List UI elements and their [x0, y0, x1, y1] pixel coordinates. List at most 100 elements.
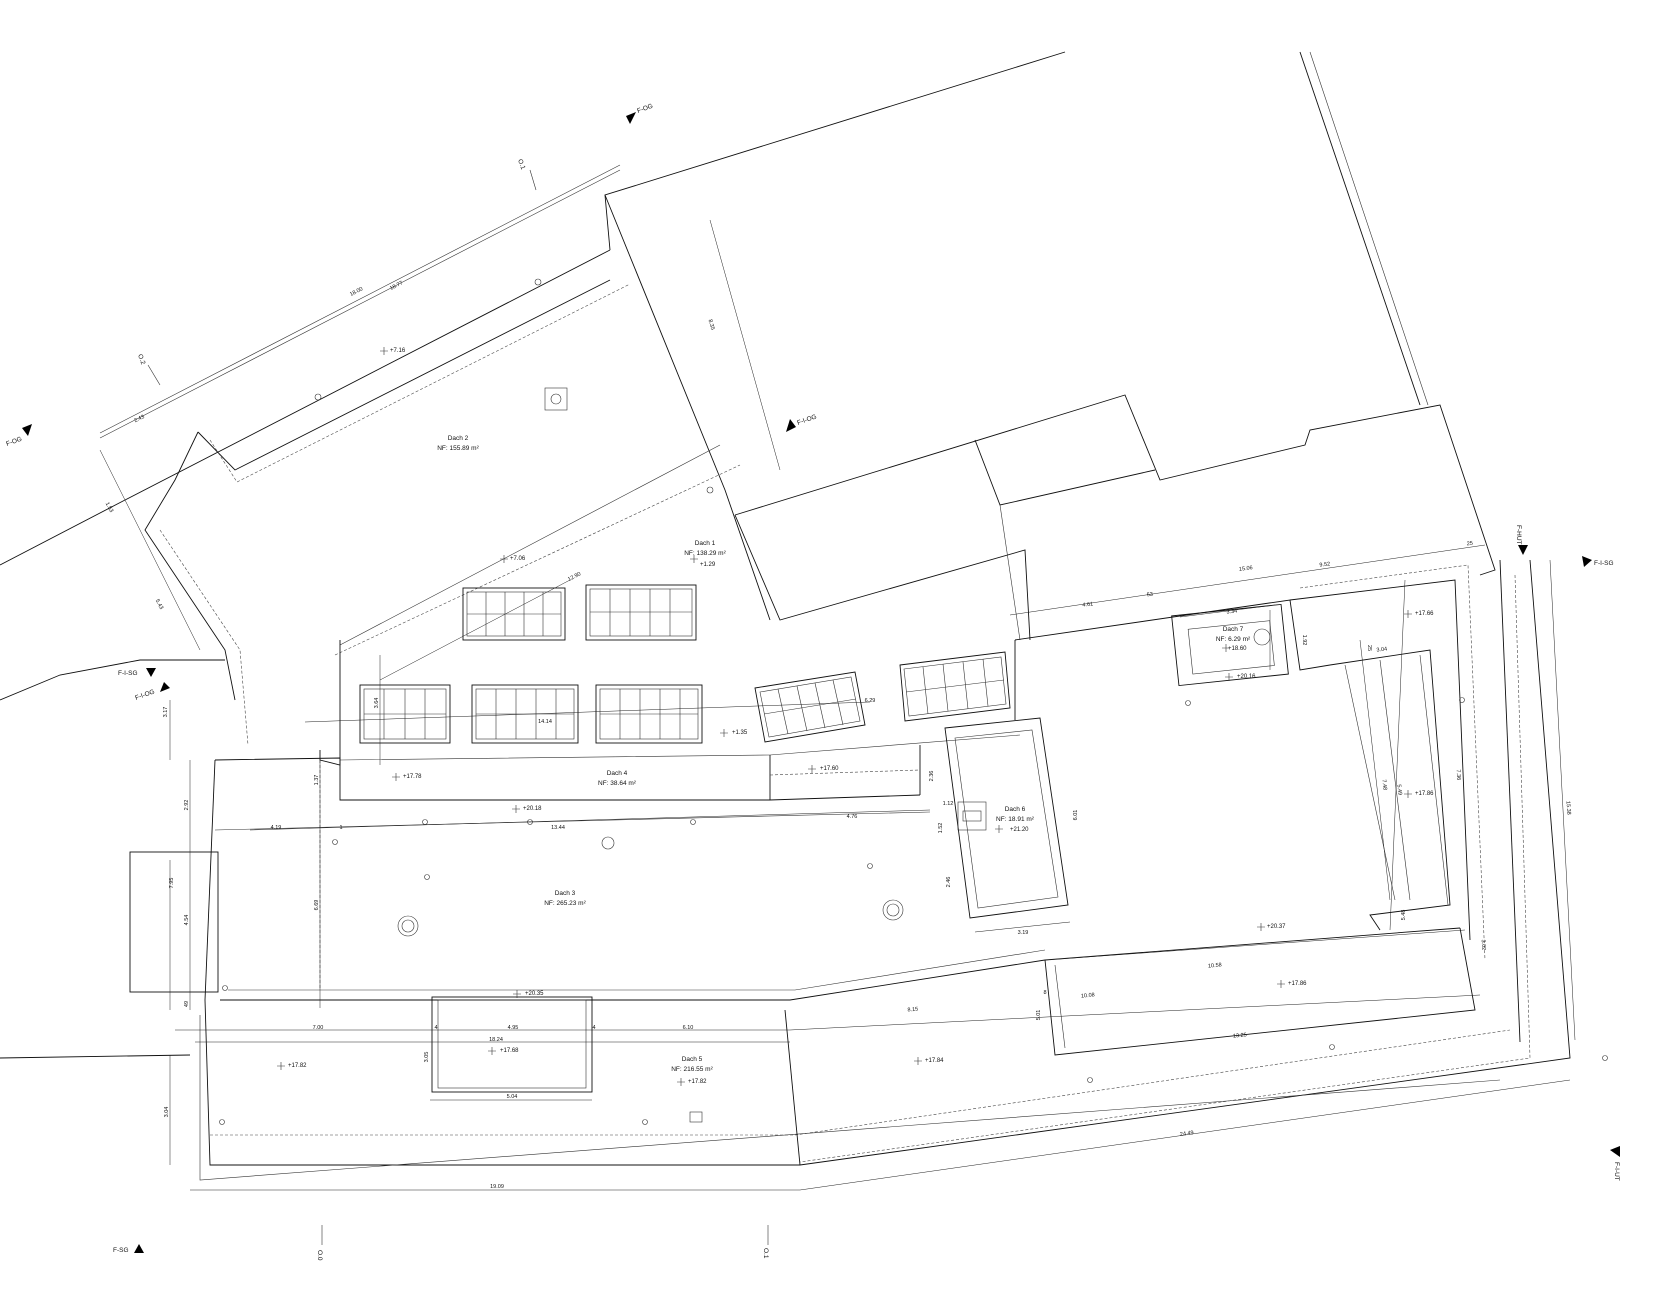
dimension-label: 24.49 — [1180, 1130, 1194, 1138]
section-label: F-I-SG — [118, 670, 138, 677]
elevation-label: +20.37 — [1267, 924, 1286, 930]
skylight-2 — [585, 584, 697, 641]
dimension-label: 1.12 — [943, 801, 954, 807]
roof-dach-3-4-outline — [129, 697, 1608, 1125]
dimension-label: 15.38 — [1565, 801, 1572, 815]
roof-label-name: Dach 2 — [448, 435, 469, 442]
dimension-label: 7.48 — [1380, 779, 1387, 790]
skylight-1 — [462, 587, 566, 641]
dimension-label: 49 — [184, 1001, 190, 1007]
roof-dach-2-outline — [144, 194, 771, 746]
roof-labels: Dach 1 NF: 138.29 m² +1.29 Dach 2 NF: 15… — [437, 435, 1251, 1085]
roof-dach-6-outline — [944, 717, 1069, 919]
dimension-label: 1.53 — [104, 501, 114, 513]
dimension-label: 10.08 — [1081, 992, 1095, 999]
section-arrow-icon — [1610, 1146, 1620, 1157]
dimension-label: 5.04 — [507, 1094, 518, 1100]
section-arrow-icon — [1518, 545, 1528, 555]
dimension-label: 6.10 — [683, 1025, 694, 1031]
dimension-label: 8 — [1043, 990, 1046, 996]
dimension-label: 6.69 — [314, 900, 320, 911]
dimension-label: 3.02 — [1480, 939, 1487, 950]
elevation-label: +18.60 — [1228, 646, 1247, 652]
dimension-label: 3.04 — [1376, 646, 1387, 653]
dimension-label: 14.14 — [538, 719, 552, 725]
dimension-label: 7.36 — [1455, 769, 1462, 780]
dimension-label: 13.25 — [1233, 1032, 1247, 1039]
elevation-markers: +7.16 +7.06 +1.35 +17.60 +17.78 +20.18 +… — [288, 348, 1434, 1069]
dimension-label: 1.37 — [314, 775, 320, 786]
elevation-crosshairs — [277, 347, 1412, 1086]
dimension-label: 3.64 — [374, 698, 380, 709]
elevation-label: +17.86 — [1288, 981, 1307, 987]
dimension-label: 3.17 — [163, 707, 169, 718]
section-arrow-icon — [134, 1244, 144, 1253]
roof-label-name: Dach 7 — [1223, 626, 1244, 633]
roof-label-name: Dach 5 — [682, 1056, 703, 1063]
elevation-label: +1.29 — [700, 562, 716, 568]
axis-label: O.2 — [136, 353, 146, 366]
dimension-label: 2.43 — [133, 414, 145, 424]
section-arrow-icon — [146, 668, 156, 677]
elevation-label: +21.20 — [1010, 827, 1029, 833]
section-label: F-I-UT — [1613, 1162, 1620, 1181]
dimension-label: 5.01 — [1036, 1010, 1042, 1021]
roof-label-area: NF: 155.89 m² — [437, 445, 479, 452]
dimension-label: 25 — [1366, 645, 1372, 651]
dimension-label: 2.46 — [946, 877, 952, 888]
roof-label-area: NF: 138.29 m² — [684, 550, 726, 557]
dimension-label: 3.19 — [1018, 930, 1029, 936]
dimension-label: 15.06 — [1239, 565, 1253, 573]
dimension-label: 8.35 — [707, 319, 716, 331]
dimension-label: 3.34 — [1226, 608, 1237, 615]
skylight-3 — [359, 684, 451, 744]
axis-markers: O.1 O.2 O.0 O.1 — [136, 158, 769, 1261]
dimension-lines — [99, 219, 1576, 1191]
axis-label: O.1 — [516, 158, 526, 171]
dimension-label: 53 — [1146, 592, 1153, 599]
elevation-label: +17.68 — [500, 1048, 519, 1054]
dimension-label: 25 — [1466, 541, 1473, 548]
elevation-label: +17.78 — [403, 774, 422, 780]
elevation-label: +17.82 — [688, 1079, 707, 1085]
elevation-label: +20.16 — [1237, 674, 1256, 680]
section-label: F-OG — [5, 436, 23, 448]
section-arrow-icon — [626, 112, 636, 124]
dimension-label: 18.00 — [349, 286, 364, 298]
dimension-labels: 18.00 18.77 2.43 1.53 5.43 3.17 8.35 12.… — [104, 280, 1572, 1190]
roof-label-name: Dach 3 — [555, 890, 576, 897]
dimension-label: 1 — [339, 825, 342, 831]
main-building-right — [799, 559, 1531, 1163]
roof-label-area: NF: 38.64 m² — [598, 780, 637, 787]
elevation-label: +7.06 — [510, 556, 526, 562]
elevation-label: +17.66 — [1415, 611, 1434, 617]
roof-label-area: NF: 216.55 m² — [671, 1066, 713, 1073]
dimension-label: 4.54 — [184, 915, 190, 926]
elevation-label: +1.35 — [732, 730, 748, 736]
dimension-label: 4 — [592, 1025, 595, 1031]
elevation-label: +17.60 — [820, 766, 839, 772]
dimension-label: 7.00 — [313, 1025, 324, 1031]
elevation-label: +20.35 — [525, 991, 544, 997]
dimension-label: 19.09 — [490, 1184, 504, 1190]
roof-dach-7-outline — [1014, 599, 1331, 720]
dimension-label: 7.95 — [169, 878, 175, 889]
skylight-5 — [595, 684, 703, 744]
roof-label-name: Dach 6 — [1005, 806, 1026, 813]
roof-dach-5-outline — [199, 559, 1571, 1181]
dimension-label: 6.01 — [1073, 810, 1079, 821]
skylight-6 — [754, 671, 866, 743]
dimension-label: 10.58 — [1208, 962, 1222, 969]
section-label: F-HUT — [1515, 525, 1522, 545]
dimension-label: 1.92 — [1301, 635, 1307, 646]
dimension-label: 4.95 — [508, 1025, 519, 1031]
elevation-label: +17.86 — [1415, 791, 1434, 797]
dimension-label: 8.15 — [907, 1007, 918, 1014]
section-label: F-OG — [636, 103, 654, 115]
section-label: F-SG — [113, 1247, 129, 1254]
roof-label-name: Dach 1 — [695, 540, 716, 547]
axis-label: O.0 — [316, 1250, 323, 1261]
roof-label-area: NF: 18.91 m² — [996, 816, 1035, 823]
dimension-label: 2.92 — [184, 800, 190, 811]
